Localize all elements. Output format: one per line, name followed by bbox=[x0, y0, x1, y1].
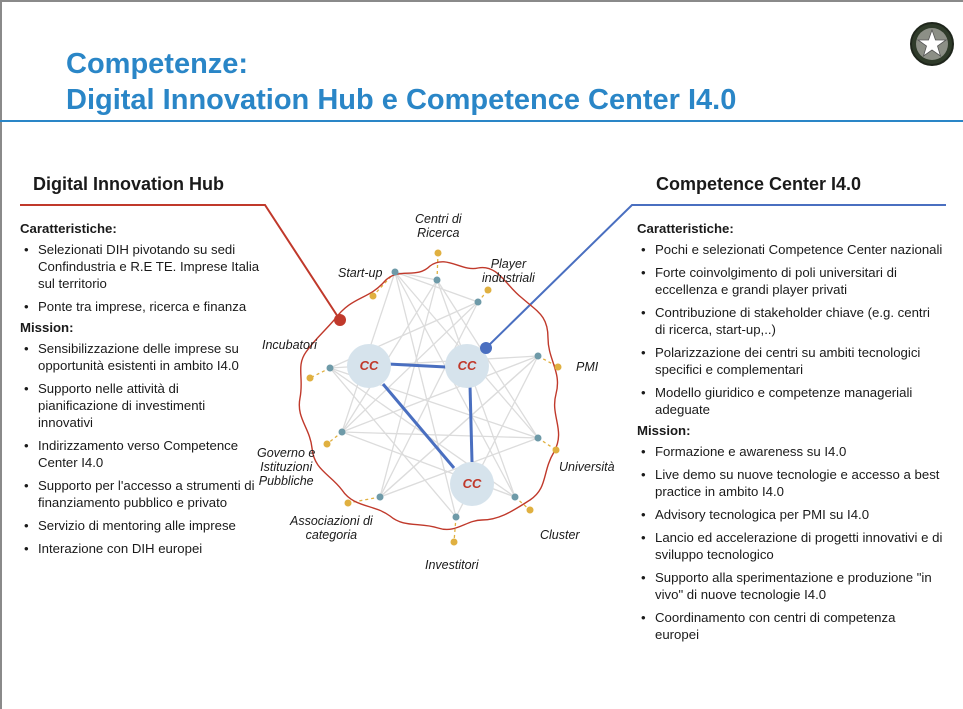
dih-features-list: Selezionati DIH pivotando su sedi Confin… bbox=[20, 241, 260, 315]
dih-heading: Digital Innovation Hub bbox=[33, 174, 224, 194]
label-pmi: PMI bbox=[576, 360, 599, 374]
inner-node bbox=[376, 493, 384, 501]
ecosystem-boundary bbox=[298, 261, 560, 531]
inner-node bbox=[338, 428, 346, 436]
list-item: Live demo su nuove tecnologie e accesso … bbox=[637, 466, 943, 500]
inner-node bbox=[452, 513, 460, 521]
dih-connector-line bbox=[20, 204, 341, 321]
label-universita: Università bbox=[559, 460, 615, 474]
label-governo: Governo e Istituzioni Pubbliche bbox=[257, 446, 316, 488]
outer-node bbox=[306, 374, 314, 382]
list-item: Servizio di mentoring alle imprese bbox=[20, 517, 260, 534]
inner-node bbox=[326, 364, 334, 372]
list-item: Advisory tecnologica per PMI su I4.0 bbox=[637, 506, 943, 523]
italian-republic-emblem-icon bbox=[908, 14, 956, 74]
cc-features-label: Caratteristiche: bbox=[637, 221, 734, 236]
cc-node-left-label: CC bbox=[359, 358, 379, 373]
outer-node bbox=[344, 499, 352, 507]
cc-mission-label: Mission: bbox=[637, 423, 691, 438]
title-divider bbox=[0, 120, 963, 122]
cc-node-bottom-label: CC bbox=[462, 476, 482, 491]
list-item: Indirizzamento verso Competence Center I… bbox=[20, 437, 260, 471]
list-item: Selezionati DIH pivotando su sedi Confin… bbox=[20, 241, 260, 292]
inner-node bbox=[511, 493, 519, 501]
dih-mission-label: Mission: bbox=[20, 320, 74, 335]
cc-node-right bbox=[445, 344, 489, 388]
outer-node bbox=[450, 538, 458, 546]
list-item: Pochi e selezionati Competence Center na… bbox=[637, 241, 943, 258]
list-item: Supporto nelle attività di pianificazion… bbox=[20, 380, 260, 431]
network-web-lines bbox=[329, 271, 539, 518]
slide-title-line-1: Competenze: bbox=[66, 48, 249, 80]
list-item: Forte coinvolgimento di poli universitar… bbox=[637, 264, 943, 298]
frame-top-border bbox=[0, 0, 963, 2]
cc-heading: Competence Center I4.0 bbox=[656, 174, 862, 194]
cc-node-right-label: CC bbox=[457, 358, 477, 373]
list-item: Polarizzazione dei centri su ambiti tecn… bbox=[637, 344, 943, 378]
cc-connector-line bbox=[485, 204, 946, 349]
label-incubatori: Incubatori bbox=[262, 338, 317, 352]
label-investitori: Investitori bbox=[425, 558, 479, 572]
dih-mission-list: Sensibilizzazione delle imprese su oppor… bbox=[20, 340, 260, 557]
inner-node bbox=[534, 352, 542, 360]
list-item: Supporto alla sperimentazione e produzio… bbox=[637, 569, 943, 603]
label-cluster: Cluster bbox=[540, 528, 580, 542]
slide-title-line-2: Digital Innovation Hub e Competence Cent… bbox=[66, 84, 737, 116]
outer-node bbox=[484, 286, 492, 294]
cc-connector-dot bbox=[480, 342, 492, 354]
outer-nodes bbox=[306, 249, 562, 546]
cc-column: Caratteristiche: Pochi e selezionati Com… bbox=[637, 220, 943, 643]
outer-node bbox=[552, 446, 560, 454]
cc-links bbox=[381, 362, 474, 469]
list-item: Coordinamento con centri di competenza e… bbox=[637, 609, 943, 643]
dih-connector-dot bbox=[334, 314, 346, 326]
label-associazioni: Associazioni di categoria bbox=[290, 514, 373, 542]
cc-mission-list: Formazione e awareness su I4.0 Live demo… bbox=[637, 443, 943, 643]
outer-node bbox=[369, 292, 377, 300]
list-item: Contribuzione di stakeholder chiave (e.g… bbox=[637, 304, 943, 338]
label-player-industriali: Player industriali bbox=[482, 257, 535, 285]
inner-node bbox=[391, 268, 399, 276]
inner-node bbox=[433, 276, 441, 284]
frame-left-border bbox=[0, 0, 2, 709]
inner-nodes bbox=[326, 268, 542, 521]
cc-node-left bbox=[347, 344, 391, 388]
dih-features-label: Caratteristiche: bbox=[20, 221, 117, 236]
list-item: Sensibilizzazione delle imprese su oppor… bbox=[20, 340, 260, 374]
cc-features-list: Pochi e selezionati Competence Center na… bbox=[637, 241, 943, 418]
list-item: Ponte tra imprese, ricerca e finanza bbox=[20, 298, 260, 315]
list-item: Supporto per l'accesso a strumenti di fi… bbox=[20, 477, 260, 511]
label-start-up: Start-up bbox=[338, 266, 383, 280]
dih-column: Caratteristiche: Selezionati DIH pivotan… bbox=[20, 220, 260, 557]
list-item: Formazione e awareness su I4.0 bbox=[637, 443, 943, 460]
outer-node bbox=[526, 506, 534, 514]
outer-node bbox=[554, 363, 562, 371]
outer-node bbox=[434, 249, 442, 257]
slide-title: Competenze: Digital Innovation Hub e Com… bbox=[66, 46, 736, 118]
outer-node bbox=[323, 440, 331, 448]
cc-node-bottom bbox=[450, 462, 494, 506]
label-centri-di-ricerca: Centri di Ricerca bbox=[415, 212, 462, 240]
list-item: Interazione con DIH europei bbox=[20, 540, 260, 557]
list-item: Lancio ed accelerazione di progetti inno… bbox=[637, 529, 943, 563]
inner-node bbox=[534, 434, 542, 442]
inner-node bbox=[474, 298, 482, 306]
list-item: Modello giuridico e competenze manageria… bbox=[637, 384, 943, 418]
